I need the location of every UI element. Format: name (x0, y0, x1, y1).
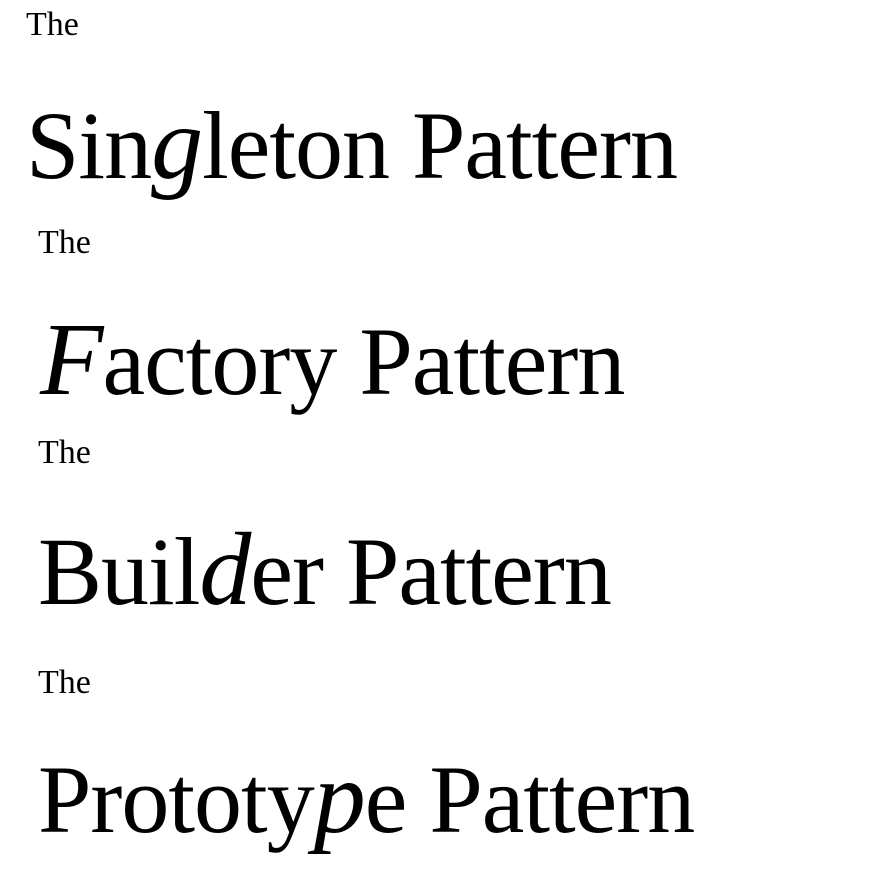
prefix-the: The (38, 434, 91, 471)
prefix-the: The (38, 224, 91, 261)
italic-accent-letter: d (199, 512, 251, 627)
title-end: e Pattern (364, 746, 696, 853)
title-end: er Pattern (250, 518, 611, 625)
pattern-title: Singleton Pattern (26, 92, 678, 199)
prefix-the: The (26, 6, 79, 43)
title-start: Sin (26, 92, 152, 199)
italic-accent-letter: F (40, 302, 104, 417)
prefix-the: The (38, 664, 91, 701)
pattern-title: Builder Pattern (38, 518, 612, 625)
pattern-title: Prototype Pattern (38, 746, 696, 853)
title-start: Buil (38, 518, 200, 625)
title-start: Prototy (38, 746, 315, 853)
italic-accent-letter: g (151, 86, 203, 201)
italic-accent-letter: p (313, 740, 366, 855)
title-end: leton Pattern (202, 92, 678, 199)
title-end: actory Pattern (102, 308, 626, 415)
pattern-title: Factory Pattern (40, 308, 626, 415)
